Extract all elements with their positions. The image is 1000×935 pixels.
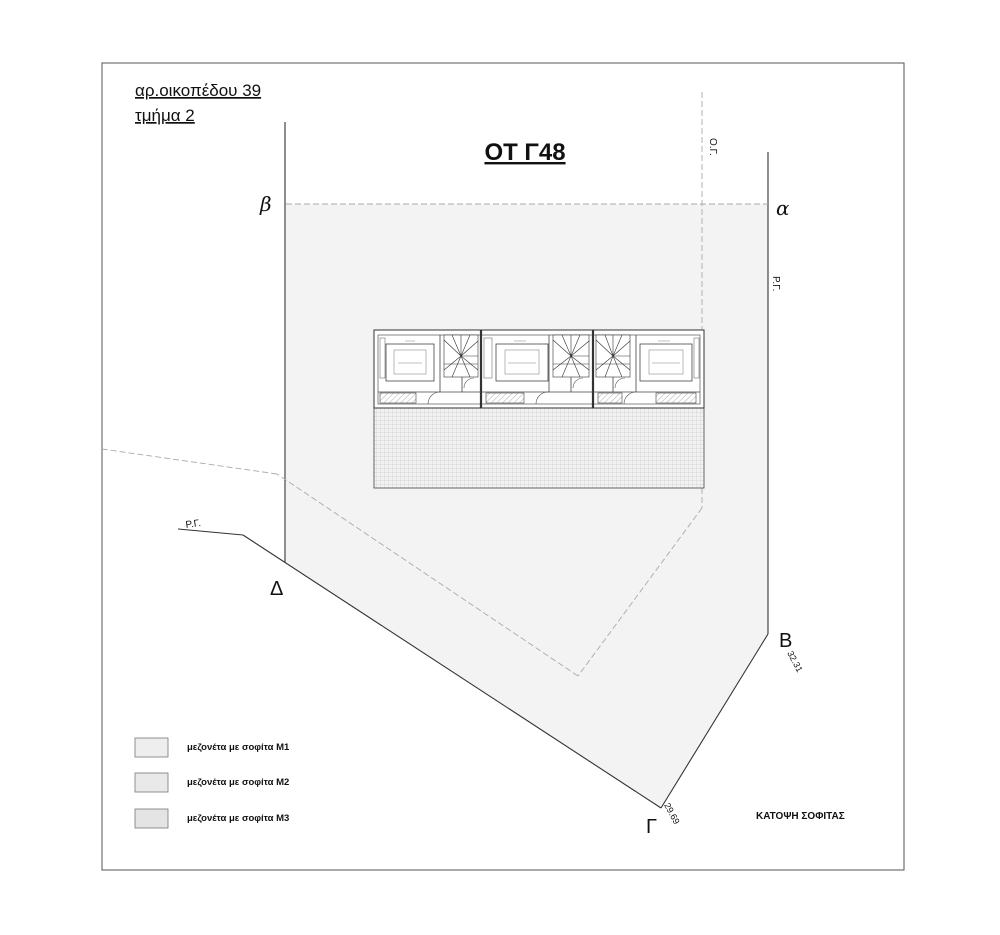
legend-swatch-m1: [134, 737, 169, 758]
bedroom-unit-2: [495, 343, 549, 382]
bedroom-unit-1: [385, 343, 435, 382]
vertex-gamma: Γ: [646, 816, 657, 838]
vertex-alpha: α: [776, 196, 790, 220]
legend: μεζονέτα με σοφίτα Μ1 μεζονέτα με σοφίτα…: [134, 737, 290, 829]
vertex-B: Β: [779, 630, 792, 652]
rg-label-left: Ρ.Γ.: [185, 518, 202, 531]
staircases: [443, 334, 631, 378]
vertex-beta: β: [259, 192, 272, 216]
rg-label-right: Ρ.Γ.: [770, 276, 781, 291]
block-title: ΟΤ Γ48: [484, 139, 565, 166]
roof-terrace: [373, 407, 705, 489]
legend-swatch-m3: [134, 808, 169, 829]
legend-label-m2: μεζονέτα με σοφίτα Μ2: [187, 777, 289, 788]
vertex-delta: Δ: [270, 578, 283, 600]
section-label: τμήμα 2: [135, 106, 195, 125]
plan-title: ΚΑΤΟΨΗ ΣΟΦΙΤΑΣ: [756, 811, 845, 822]
plot-number-label: αρ.οικοπέδου 39: [135, 81, 261, 100]
og-label: Ο.Γ.: [707, 138, 718, 156]
legend-label-m1: μεζονέτα με σοφίτα Μ1: [187, 742, 290, 753]
plot-boundaries: [177, 122, 769, 809]
legend-label-m3: μεζονέτα με σοφίτα Μ3: [187, 813, 289, 824]
legend-swatch-m2: [134, 772, 169, 793]
building-footprint: [373, 329, 705, 489]
bedroom-unit-3: [639, 343, 693, 382]
